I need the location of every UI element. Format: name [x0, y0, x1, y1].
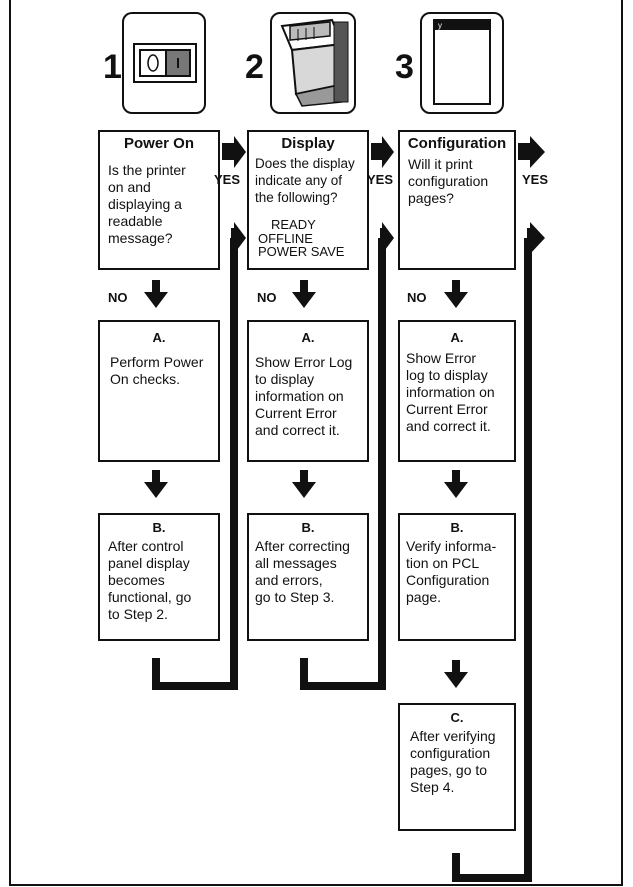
action-text-line: Verify informa- — [406, 538, 497, 554]
action-text-line: all messages — [255, 555, 337, 571]
action-text-line: Current Error — [406, 401, 488, 417]
return-connector — [452, 238, 532, 882]
action-text-line: After verifying — [410, 728, 496, 744]
action-text-line: Show Error — [406, 350, 477, 366]
configuration-page-icon: y — [420, 12, 504, 114]
action-text-line: tion on PCL — [406, 555, 480, 571]
step-3-title: Configuration — [407, 135, 507, 152]
step-3-no-label: NO — [407, 290, 427, 305]
step-2-no-label: NO — [257, 290, 277, 305]
step-3-question-line: pages? — [408, 190, 454, 206]
step-1-question-line: on and — [108, 179, 151, 195]
step-3-question-box: Configuration Will it print configuratio… — [398, 130, 516, 270]
action-text-line: functional, go — [108, 589, 192, 605]
step-1-title: Power On — [123, 135, 194, 152]
action-text-line: configuration — [410, 745, 491, 761]
step-2-number: 2 — [245, 48, 264, 86]
step-2-action-a-label: A. — [301, 330, 315, 345]
step-3-action-b-label: B. — [450, 520, 464, 535]
control-panel-display-icon — [270, 12, 356, 114]
step-3-yes-label: YES — [522, 172, 549, 187]
step-2-question-box: Display Does the display indicate any of… — [247, 130, 369, 270]
step-2-question-line: the following? — [255, 190, 338, 205]
step-3-number: 3 — [395, 48, 414, 86]
step-1-question-line: message? — [108, 230, 173, 246]
return-connector — [152, 238, 238, 690]
step-3-action-c-box: C. After verifying configuration pages, … — [398, 703, 516, 831]
step-2-action-b-label: B. — [301, 520, 315, 535]
action-text-line: to Step 2. — [108, 606, 168, 622]
step-1-action-a-box: A. Perform Power On checks. — [98, 320, 220, 462]
display-state-power-save: POWER SAVE — [258, 244, 345, 259]
action-text-line: Configuration — [406, 572, 490, 588]
action-text-line: page. — [406, 589, 442, 605]
action-text-line: After control — [108, 538, 184, 554]
step-3-action-a-label: A. — [450, 330, 464, 345]
step-2-title: Display — [281, 135, 335, 152]
action-text-line: Show Error Log — [255, 354, 353, 370]
step-3-action-b-box: B. Verify informa- tion on PCL Configura… — [398, 513, 516, 641]
step-2-action-a-box: A. Show Error Log to display information… — [247, 320, 369, 462]
action-text-line: Step 4. — [410, 779, 455, 795]
action-text-line: Perform Power — [110, 354, 204, 370]
action-text-line: go to Step 3. — [255, 589, 335, 605]
action-text-line: becomes — [108, 572, 165, 588]
action-text-line: and errors, — [255, 572, 323, 588]
action-text-line: After correcting — [255, 538, 350, 554]
step-1-number: 1 — [103, 48, 122, 86]
action-text-line: On checks. — [110, 371, 181, 387]
step-1-action-b-box: B. After control panel display becomes f… — [98, 513, 220, 641]
svg-text:y: y — [438, 21, 442, 30]
arrow-right-icon — [371, 136, 394, 168]
arrow-down-icon — [144, 280, 468, 688]
step-3-action-a-box: A. Show Error log to display information… — [398, 320, 516, 462]
step-1-no-label: NO — [108, 290, 128, 305]
action-text-line: panel display — [108, 555, 190, 571]
step-3-action-c-label: C. — [450, 710, 464, 725]
step-2-action-b-box: B. After correcting all messages and err… — [247, 513, 369, 641]
step-1-action-b-label: B. — [152, 520, 166, 535]
display-state-ready: READY — [271, 217, 316, 232]
action-text-line: Current Error — [255, 405, 337, 421]
power-switch-icon — [122, 12, 206, 114]
arrow-right-icon — [518, 136, 545, 168]
step-2-yes-label: YES — [367, 172, 394, 187]
step-1-question-line: readable — [108, 213, 163, 229]
action-text-line: and correct it. — [406, 418, 491, 434]
arrow-right-icon — [222, 136, 246, 168]
action-text-line: information on — [406, 384, 495, 400]
step-3-question-line: Will it print — [408, 156, 473, 172]
step-1-question-box: Power On Is the printer on and displayin… — [98, 130, 220, 270]
step-1-question-line: displaying a — [108, 196, 182, 212]
return-connector — [300, 238, 386, 690]
page-frame — [9, 0, 623, 886]
step-2-question-line: Does the display — [255, 156, 355, 171]
step-1-yes-label: YES — [214, 172, 241, 187]
action-text-line: to display — [255, 371, 315, 387]
action-text-line: and correct it. — [255, 422, 340, 438]
action-text-line: log to display — [406, 367, 488, 383]
step-1-question-line: Is the printer — [108, 162, 186, 178]
action-text-line: information on — [255, 388, 344, 404]
step-1-action-a-label: A. — [152, 330, 166, 345]
step-2-question-line: indicate any of — [255, 173, 343, 188]
action-text-line: pages, go to — [410, 762, 488, 778]
display-state-offline: OFFLINE — [258, 231, 313, 246]
step-3-question-line: configuration — [408, 173, 489, 189]
